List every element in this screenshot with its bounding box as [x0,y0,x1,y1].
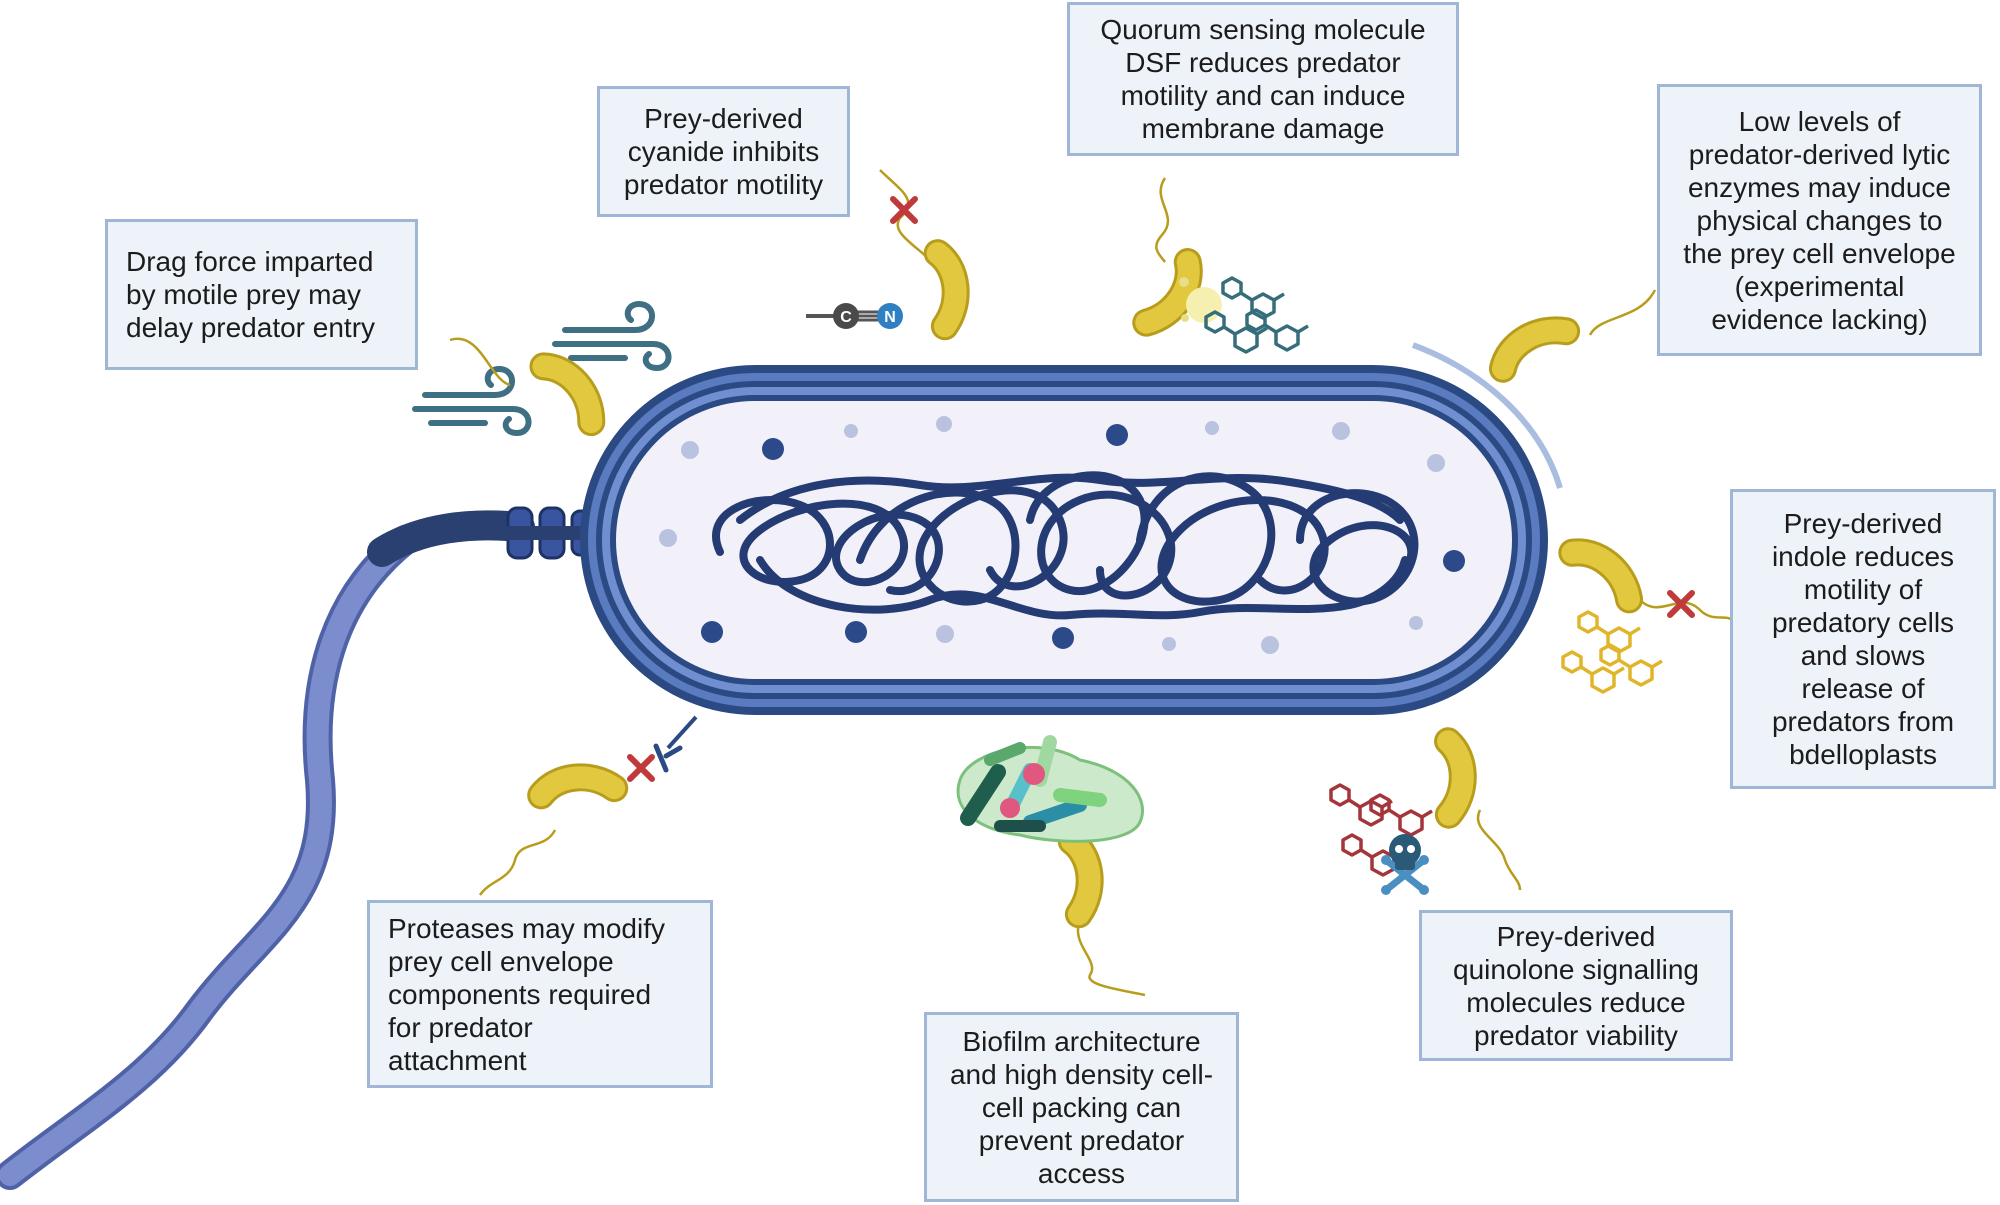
label-indole: Prey-derived indole reduces motility of … [1730,489,1996,789]
label-dsf: Quorum sensing molecule DSF reduces pred… [1067,2,1459,156]
label-dsf-text: Quorum sensing molecule DSF reduces pred… [1100,14,1426,144]
predator-lytic [1501,289,1657,387]
label-lytic-enzymes-text: Low levels of predator-derived lytic enz… [1683,105,1956,335]
indole-molecule-icon [1561,610,1664,694]
label-proteases-text: Proteases may modify prey cell envelope … [388,912,665,1076]
label-cyanide-text: Prey-derived cyanide inhibits predator m… [623,103,824,200]
skull-crossbones-icon [1381,834,1429,895]
predator-drag [449,337,604,422]
predator-dsf [1146,177,1189,326]
nitrogen-label: N [884,309,896,326]
envelope-damage-arc [1411,342,1563,489]
protease-icon [653,715,698,773]
label-quinolone: Prey-derived quinolone signalling molecu… [1419,910,1733,1061]
label-cyanide: Prey-derived cyanide inhibits predator m… [597,86,850,217]
label-biofilm-text: Biofilm architecture and high density ce… [949,1025,1214,1189]
label-indole-text: Prey-derived indole reduces motility of … [1771,508,1955,770]
cyanide-molecule-icon: C N [806,303,903,329]
cytoplasm-granules [659,416,1465,654]
predator-protease [478,757,614,896]
predator-indole [1566,551,1737,626]
label-drag-force-text: Drag force imparted by motile prey may d… [126,246,376,343]
label-quinolone-text: Prey-derived quinolone signalling molecu… [1453,920,1699,1051]
prey-flagellum [0,510,535,1190]
predator-cyanide [879,169,976,326]
predator-quinolone [1417,740,1522,891]
predator-biofilm [1042,840,1146,997]
label-drag-force: Drag force imparted by motile prey may d… [105,219,418,370]
label-lytic-enzymes: Low levels of predator-derived lytic enz… [1657,84,1982,356]
dsf-molecule-icon [1179,276,1310,354]
label-proteases: Proteases may modify prey cell envelope … [367,900,713,1088]
nucleoid-dna [712,471,1419,620]
label-biofilm: Biofilm architecture and high density ce… [924,1012,1239,1202]
carbon-label: C [840,309,852,326]
biofilm-icon [956,735,1144,843]
